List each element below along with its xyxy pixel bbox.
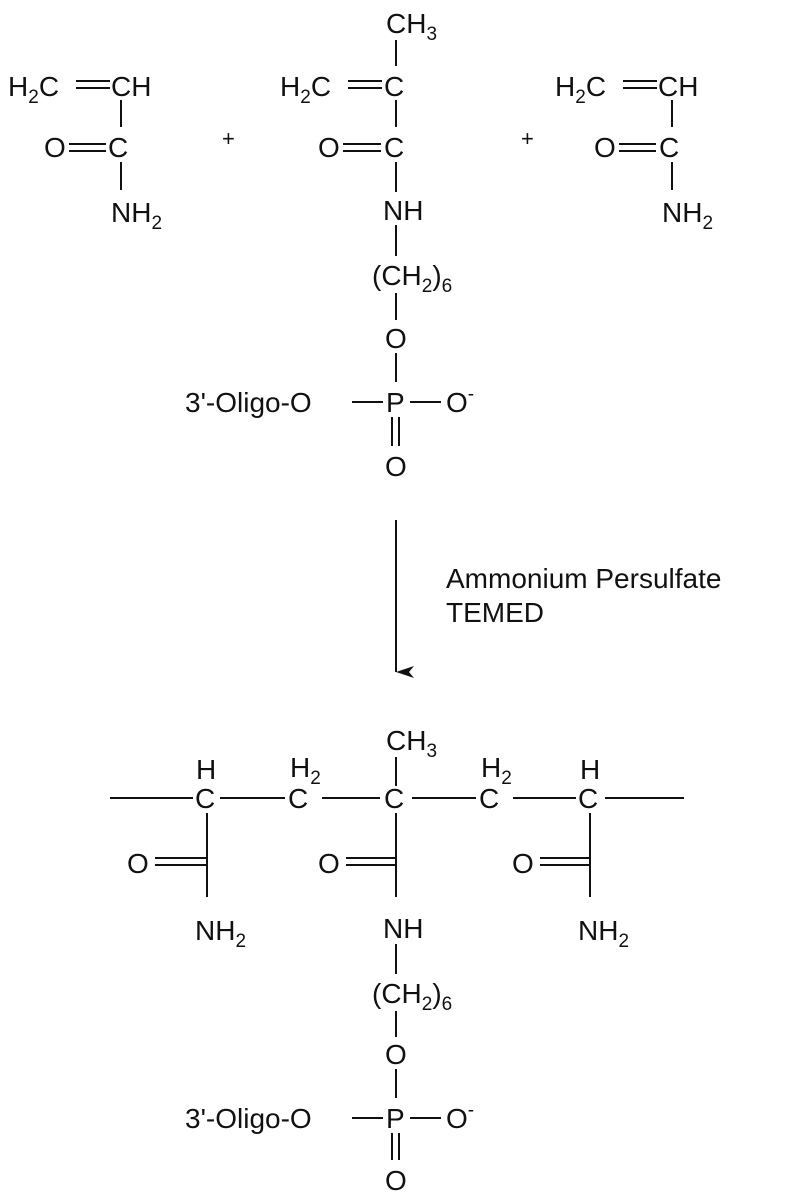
oligo-label: 3'-Oligo-O (185, 387, 312, 418)
acrylamide-left: H2C CH O C NH2 (8, 71, 162, 234)
methylene-h2-label: H2 (481, 752, 512, 789)
backbone-c-label: C (384, 783, 404, 814)
phosphate-o-minus-label: O- (446, 384, 474, 418)
carbonyl-carbon-label: C (659, 132, 679, 163)
linker-monomer: CH3 H2C C O C NH (CH2)6 O 3'-Oligo-O P O… (185, 8, 474, 482)
vinyl-ch-label: CH (111, 71, 151, 102)
backbone-h-label: H (196, 754, 216, 785)
product-polymer: H C O NH2 H2 C CH3 C O NH (CH2)6 O (110, 725, 684, 1196)
phosphorus-label: P (386, 1103, 405, 1134)
methylene-h2-label: H2 (290, 752, 321, 789)
methyl-label: CH3 (386, 725, 437, 762)
amide-nh-label: NH (383, 913, 423, 944)
hexyl-chain-label: (CH2)6 (372, 260, 452, 297)
ether-oxygen-label: O (385, 1039, 407, 1070)
backbone-c-label: C (195, 783, 215, 814)
hexyl-chain-label: (CH2)6 (372, 978, 452, 1015)
product-unit-2: H C O NH2 (512, 754, 629, 952)
phosphate-o-minus-label: O- (446, 1100, 474, 1134)
vinyl-ch2-label: H2C (280, 71, 331, 108)
amide-nh2-label: NH2 (578, 915, 629, 952)
product-methylene-2: H2 C (479, 752, 512, 814)
methyl-label: CH3 (386, 8, 437, 45)
product-methylene-1: H2 C (288, 752, 321, 814)
amide-nh2-label: NH2 (111, 197, 162, 234)
product-unit-1: H C O NH2 (127, 754, 246, 952)
vinyl-ch2-label: H2C (555, 71, 606, 108)
plus-sign-left: + (222, 126, 235, 151)
carbonyl-oxygen-label: O (318, 848, 340, 879)
carbonyl-oxygen-label: O (44, 132, 66, 163)
carbonyl-oxygen-label: O (512, 848, 534, 879)
amide-nh-label: NH (383, 195, 423, 226)
carbonyl-carbon-label: C (108, 132, 128, 163)
backbone-c-label: C (578, 783, 598, 814)
carbonyl-oxygen-label: O (594, 132, 616, 163)
phosphate-o-double-label: O (385, 1165, 407, 1196)
backbone-c-label: C (479, 783, 499, 814)
phosphate-o-double-label: O (385, 451, 407, 482)
plus-sign-right: + (521, 126, 534, 151)
ether-oxygen-label: O (385, 323, 407, 354)
amide-nh2-label: NH2 (662, 197, 713, 234)
backbone-c-label: C (288, 783, 308, 814)
acrylamide-right: H2C CH O C NH2 (555, 71, 713, 234)
condition-reagent-2: TEMED (446, 597, 544, 628)
product-central-unit: CH3 C O NH (CH2)6 O 3'-Oligo-O P O- O (185, 725, 474, 1196)
condition-reagent-1: Ammonium Persulfate (446, 563, 721, 594)
backbone-h-label: H (580, 754, 600, 785)
vinyl-ch2-label: H2C (8, 71, 59, 108)
amide-nh2-label: NH2 (195, 915, 246, 952)
carbonyl-oxygen-label: O (318, 132, 340, 163)
carbonyl-carbon-label: C (384, 132, 404, 163)
phosphorus-label: P (386, 387, 405, 418)
oligo-label: 3'-Oligo-O (185, 1103, 312, 1134)
carbonyl-oxygen-label: O (127, 848, 149, 879)
vinyl-carbon-label: C (384, 71, 404, 102)
vinyl-ch-label: CH (658, 71, 698, 102)
